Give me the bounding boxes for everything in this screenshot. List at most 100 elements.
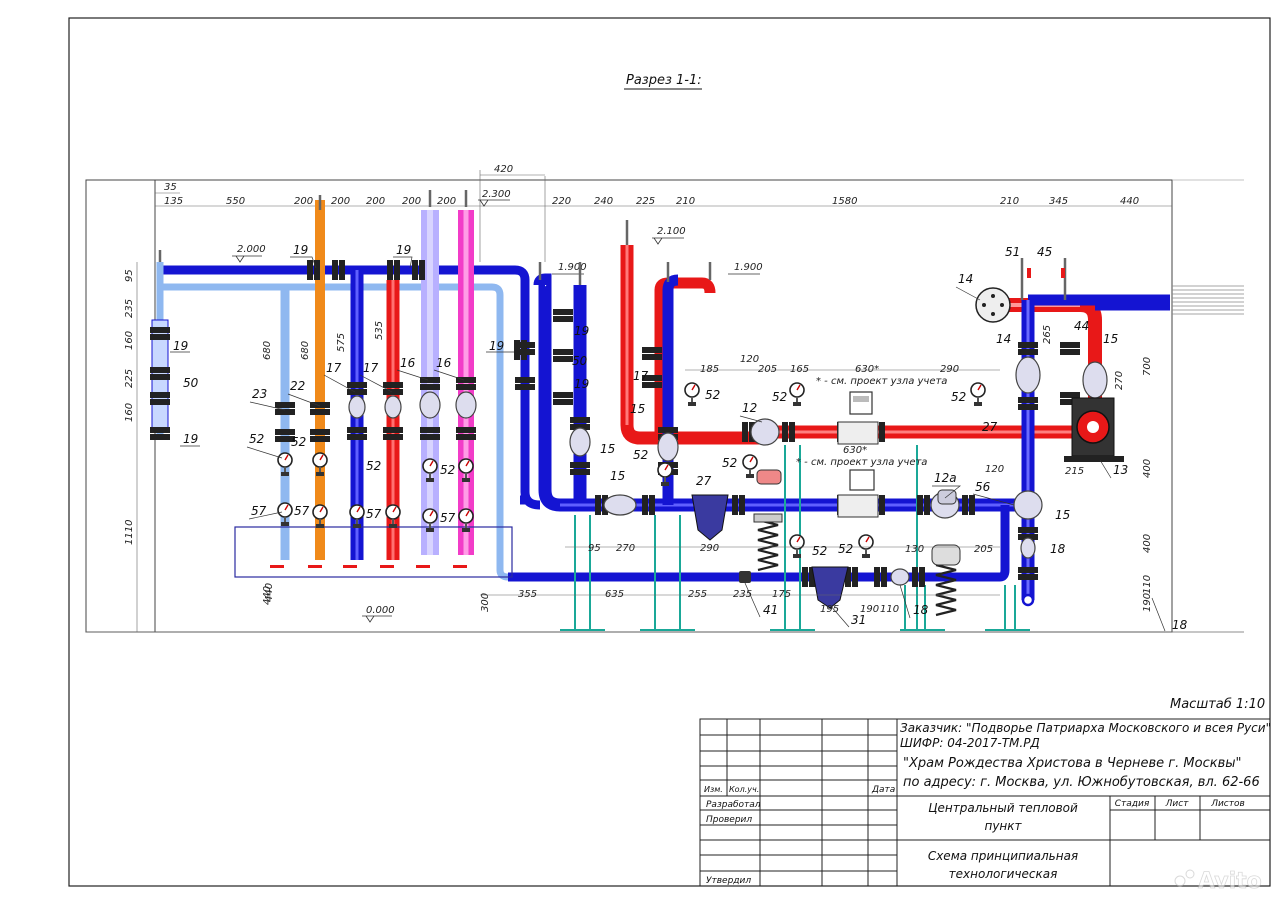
callout: 19 (489, 339, 504, 353)
flowmeter-icon (849, 391, 875, 491)
dim-label: 235 (733, 589, 752, 600)
dim-label: 630* (855, 364, 879, 375)
callout: 52 (772, 390, 787, 404)
dim-label: 290 (940, 364, 959, 375)
tb-row-proveril: Проверил (706, 815, 752, 825)
dim-label: 95 (588, 543, 601, 554)
dim-label: 215 (1065, 466, 1084, 477)
dim-label: 420 (494, 164, 513, 175)
callout: 15 (600, 442, 615, 456)
callout: 52 (249, 432, 264, 446)
callout: 56 (975, 480, 991, 494)
elevation-mark: 2.100 (657, 226, 686, 237)
callout: 19 (574, 377, 589, 391)
callout-labels: 19 19 19 19 19 19 19 50 50 23 22 17 17 1… (173, 243, 1188, 632)
dim-label: 205 (974, 544, 993, 555)
drain-tray-outline (234, 526, 513, 578)
dim-label: 200 (437, 196, 456, 207)
tb-code: ШИФР: 04-2017-ТМ.РД (900, 736, 1040, 750)
dim-label: 400 (1142, 459, 1153, 478)
callout: 17 (363, 361, 379, 375)
dim-label: 190 (1142, 593, 1153, 612)
callout: 50 (572, 354, 588, 368)
callout: 15 (1055, 508, 1070, 522)
callout: 52 (291, 435, 306, 449)
dim-label: 700 (1142, 357, 1153, 376)
dim-label: 210 (1000, 196, 1019, 207)
dim-label: 160 (124, 403, 135, 422)
callout: 27 (982, 420, 998, 434)
callout: 18 (913, 603, 929, 617)
callout: 22 (290, 379, 305, 393)
dim-label: 210 (676, 196, 695, 207)
callout: 57 (251, 504, 267, 518)
dim-label: 270 (1114, 371, 1125, 390)
callout: 52 (440, 463, 455, 477)
tb-sheet-2: технологическая (949, 867, 1058, 881)
dim-label: 270 (616, 543, 635, 554)
callout: 52 (812, 544, 827, 558)
callout: 44 (1074, 319, 1089, 333)
callout: 45 (1037, 245, 1052, 259)
dim-label: 225 (636, 196, 655, 207)
callout: 19 (173, 339, 188, 353)
tb-project: "Храм Рождества Христова в Черневе г. Мо… (903, 756, 1241, 771)
sheet-frame (68, 17, 1271, 887)
scale-label: Масштаб 1:10 (1170, 697, 1265, 712)
dim-label: 200 (294, 196, 313, 207)
elevation-mark: 0.000 (366, 605, 395, 616)
callout: 57 (440, 511, 456, 525)
dim-label: 680 (262, 341, 273, 360)
red-supply-loop (620, 245, 760, 445)
dim-label: 95 (124, 269, 135, 282)
dim-label: 535 (374, 321, 385, 340)
dim-label: 130 (905, 544, 924, 555)
valve-icon (348, 356, 1108, 586)
dim-label: 1110 (124, 520, 135, 545)
dim-label: 235 (124, 299, 135, 318)
elevation-mark: 2.000 (237, 244, 266, 255)
callout: 27 (696, 474, 712, 488)
callout: 57 (294, 504, 310, 518)
dim-label: 550 (226, 196, 245, 207)
spring-icon (756, 518, 780, 572)
dim-label: 440 (1120, 196, 1139, 207)
dim-label: 175 (772, 589, 791, 600)
elevation-mark: 1.900 (734, 262, 763, 273)
watermark: Avito (1174, 869, 1262, 894)
callout: 14 (996, 332, 1011, 346)
dim-label: 440 (262, 586, 273, 605)
callout: 15 (610, 469, 625, 483)
callout: 52 (705, 388, 720, 402)
supply-pipe-blue-top (160, 265, 530, 492)
callout: 17 (633, 369, 649, 383)
tb-col-list: Лист (1165, 799, 1190, 809)
filter-icon (691, 494, 849, 609)
callout: 52 (633, 448, 648, 462)
callout: 12а (934, 471, 957, 485)
dim-label: 345 (1049, 196, 1068, 207)
callout: 19 (183, 432, 198, 446)
dim-label: 630* (843, 445, 867, 456)
dim-label: 110 (1142, 575, 1153, 594)
tb-col-data: Дата (871, 785, 895, 795)
callout: 50 (183, 376, 199, 390)
title-block (699, 718, 1271, 887)
callout: 18 (1172, 618, 1188, 632)
callout: 52 (366, 459, 381, 473)
dim-label: 185 (700, 364, 719, 375)
callout: 18 (1050, 542, 1066, 556)
dim-label: 240 (594, 196, 613, 207)
dim-label: 120 (985, 464, 1004, 475)
dim-label: 35 (164, 182, 177, 193)
dim-label: 205 (758, 364, 777, 375)
callout: 19 (574, 324, 589, 338)
callout: 52 (951, 390, 966, 404)
callout: 41 (763, 603, 778, 617)
elevation-mark: 1.900 (558, 262, 587, 273)
callout: 51 (1005, 245, 1020, 259)
dim-label: 300 (480, 593, 491, 612)
dim-label: 120 (740, 354, 759, 365)
tb-row-razrab: Разработал (706, 800, 761, 810)
dim-label: 440 (264, 583, 275, 602)
